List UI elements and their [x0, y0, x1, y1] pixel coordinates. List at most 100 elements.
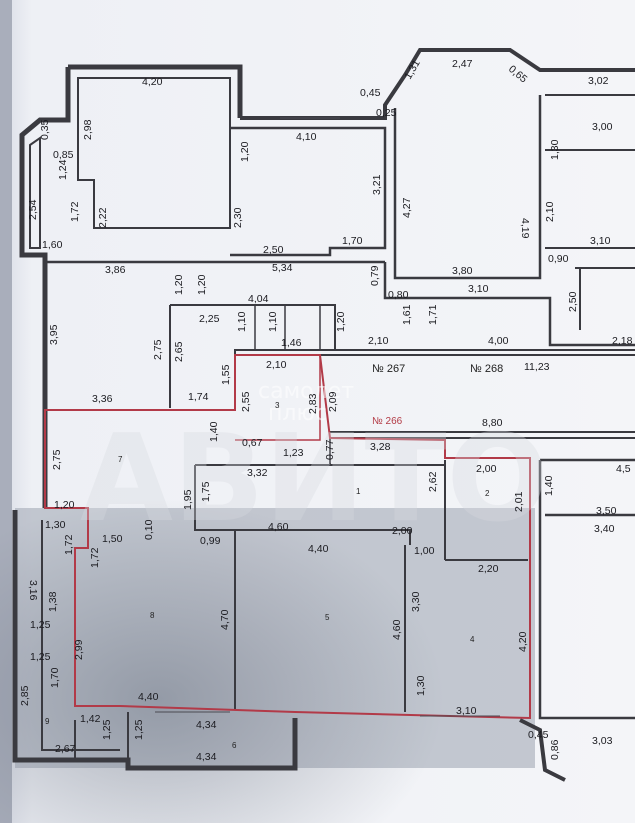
dimension-label: 2,22 — [97, 207, 109, 228]
dimension-label: 1,46 — [281, 337, 302, 349]
dimension-label: 3,86 — [105, 264, 126, 276]
dimension-label: 2,47 — [452, 58, 473, 70]
dimension-label: 1,95 — [182, 489, 194, 510]
dimension-label: 1,70 — [342, 235, 363, 247]
dimension-label: 1,42 — [80, 713, 101, 725]
dimension-label: 2,20 — [478, 563, 499, 575]
dimension-label: 8,80 — [482, 417, 503, 429]
dimension-label: 2,50 — [263, 244, 284, 256]
dimension-label: 3,10 — [468, 283, 489, 295]
dimension-label: 4,5 — [616, 463, 631, 475]
dimension-label: 1,74 — [188, 391, 209, 403]
dimension-label: 3,80 — [452, 265, 473, 277]
dimension-label: 1,25 — [133, 719, 145, 740]
dimension-label: 3,28 — [370, 441, 391, 453]
room-number: 3 — [275, 401, 280, 410]
dimension-label: 2,65 — [173, 341, 185, 362]
dimension-label: 0,25 — [376, 107, 397, 119]
room-number: 9 — [45, 717, 50, 726]
dimension-label: 1,20 — [54, 499, 75, 511]
dimension-label: 3,95 — [48, 324, 60, 345]
dimension-label: 3,10 — [590, 235, 611, 247]
wall-small-rooms — [254, 305, 321, 350]
dimension-label: 1,24 — [57, 159, 69, 180]
flat-number-267: № 267 — [372, 363, 405, 375]
wall-room-top-left — [19, 64, 243, 508]
room-number: 5 — [325, 613, 330, 622]
dimension-label: 1,10 — [236, 311, 248, 332]
dimension-label: 0,99 — [200, 535, 221, 547]
dimension-label: 0,77 — [324, 439, 336, 460]
dimension-label: 2,25 — [199, 313, 220, 325]
dimension-label: 2,62 — [427, 471, 439, 492]
dimension-label: 4,19 — [519, 218, 531, 239]
dimension-label: 4,20 — [142, 76, 163, 88]
room-number: 1 — [356, 487, 361, 496]
dimension-label: 1,20 — [196, 274, 208, 295]
wall-lower-inner — [41, 520, 129, 760]
dimension-label: 2,00 — [476, 463, 497, 475]
watermark-brand: АВИТО — [80, 410, 549, 549]
dimension-label: 2,50 — [567, 291, 579, 312]
dimension-label: 2,30 — [232, 207, 244, 228]
wall-room-8-5 — [234, 460, 528, 712]
dimension-label: 1,20 — [173, 274, 185, 295]
dimension-label: 2,10 — [368, 335, 389, 347]
wall-middle-row — [45, 260, 635, 347]
dimension-label: 0,86 — [549, 739, 561, 760]
dimension-label: 1,38 — [47, 591, 59, 612]
dimension-label: 2,00 — [392, 525, 413, 537]
wall-top-left-inner — [77, 77, 231, 229]
walls — [12, 48, 635, 782]
room-number: 6 — [232, 741, 237, 750]
dimension-label: 3,03 — [592, 735, 613, 747]
dimension-label: 1,55 — [220, 364, 232, 385]
wall-right-top — [545, 94, 635, 330]
wall-lower-left — [12, 510, 298, 771]
watermark-line2: плюс — [268, 401, 327, 426]
flat-number-268: № 268 — [470, 363, 503, 375]
dimension-label: 1,72 — [89, 547, 101, 568]
dimension-label: 5,34 — [272, 262, 293, 274]
dimension-label: 1,75 — [200, 481, 212, 502]
room-number: 4 — [470, 635, 475, 644]
wall-balcony-left — [29, 136, 41, 249]
dimension-label: 2,01 — [513, 491, 525, 512]
dimension-label: 1,23 — [283, 447, 304, 459]
dimension-label: 2,67 — [55, 743, 76, 755]
dimension-label: 4,10 — [296, 131, 317, 143]
dimension-label: 0,67 — [242, 437, 263, 449]
room-number: 7 — [118, 455, 123, 464]
dimension-label: 4,04 — [248, 293, 269, 305]
watermark-line1: самолет — [258, 379, 354, 404]
dimension-label: 2,10 — [266, 359, 287, 371]
dimension-label: 3,00 — [592, 121, 613, 133]
dimension-label: 4,60 — [268, 521, 289, 533]
room-number: 2 — [485, 489, 490, 498]
dimension-label: 3,10 — [456, 705, 477, 717]
dimension-label: 3,36 — [92, 393, 113, 405]
dimension-label: 1,20 — [335, 311, 347, 332]
dimension-label: 1,30 — [45, 519, 66, 531]
dimension-label: 0,79 — [369, 265, 381, 286]
dimension-label: 2,75 — [51, 449, 63, 470]
dimension-label: 1,72 — [69, 201, 81, 222]
wall-top-middle-outer — [240, 48, 635, 120]
dimension-label: 1,25 — [30, 651, 51, 663]
dimension-label: 3,21 — [371, 174, 383, 195]
dimension-label: 1,25 — [30, 619, 51, 631]
windows — [155, 117, 541, 717]
dimension-label: 3,32 — [247, 467, 268, 479]
dimension-label: 2,99 — [73, 639, 85, 660]
dimension-label: 2,55 — [240, 391, 252, 412]
dimension-label: 3,02 — [588, 75, 609, 87]
flat-number-266: № 266 — [372, 416, 403, 427]
dimension-label: 0,45 — [528, 729, 549, 741]
wall-corridor-long — [235, 349, 635, 356]
dimension-label: 11,23 — [524, 361, 550, 373]
dimension-label: 1,71 — [427, 304, 439, 325]
dimension-label: 2,18 — [612, 335, 633, 347]
dimension-label: 2,75 — [152, 339, 164, 360]
dimension-label: 1,20 — [239, 141, 251, 162]
